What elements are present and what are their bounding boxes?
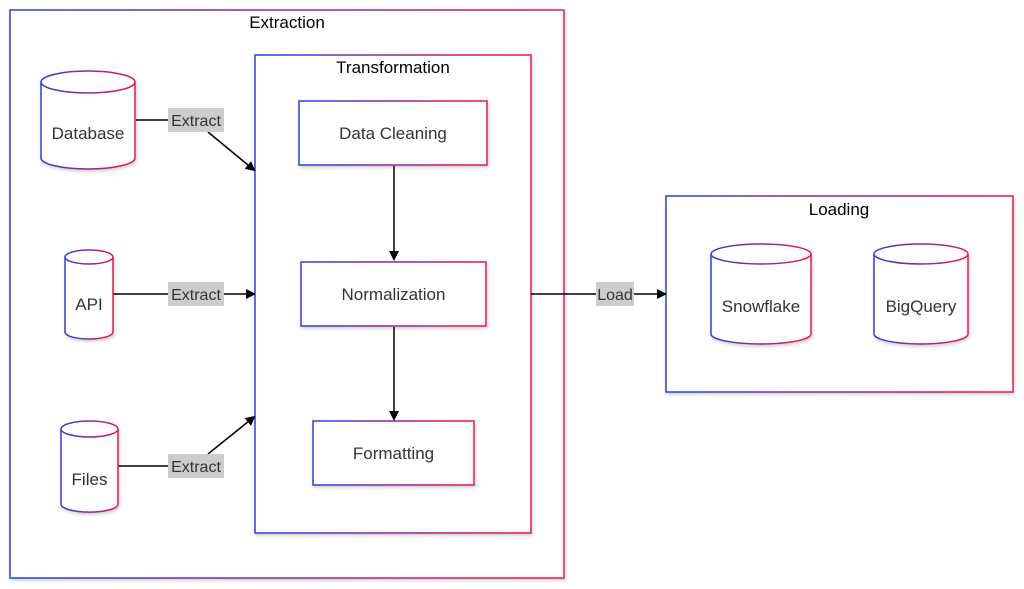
data-cleaning-node: Data Cleaning	[298, 100, 488, 166]
edge-label-files: Extract	[168, 454, 224, 478]
files-node: Files	[60, 420, 119, 513]
snowflake-label: Snowflake	[722, 297, 800, 316]
cluster-title-loading: Loading	[809, 200, 870, 219]
normalization-node: Normalization	[300, 261, 487, 327]
api-label: API	[75, 295, 102, 314]
svg-text:Load: Load	[597, 287, 633, 304]
cluster-title-transformation: Transformation	[336, 58, 450, 77]
data-cleaning-label: Data Cleaning	[339, 124, 447, 143]
files-label: Files	[72, 470, 108, 489]
svg-text:Extract: Extract	[171, 287, 221, 304]
formatting-node: Formatting	[312, 420, 475, 486]
edge-label-database: Extract	[168, 108, 224, 132]
api-node: API	[64, 249, 114, 340]
edge-files-transformation	[118, 415, 256, 467]
bigquery-label: BigQuery	[886, 297, 957, 316]
edge-label-load: Load	[596, 282, 634, 306]
edge-database-transformation	[136, 119, 256, 172]
cluster-title-extraction: Extraction	[249, 13, 325, 32]
formatting-label: Formatting	[353, 444, 434, 463]
svg-text:Extract: Extract	[171, 459, 221, 476]
database-node: Database	[40, 70, 136, 170]
snowflake-node: Snowflake	[710, 243, 812, 345]
database-label: Database	[52, 124, 125, 143]
normalization-label: Normalization	[342, 285, 446, 304]
bigquery-node: BigQuery	[873, 243, 969, 345]
svg-text:Extract: Extract	[171, 113, 221, 130]
edge-label-api: Extract	[168, 282, 224, 306]
